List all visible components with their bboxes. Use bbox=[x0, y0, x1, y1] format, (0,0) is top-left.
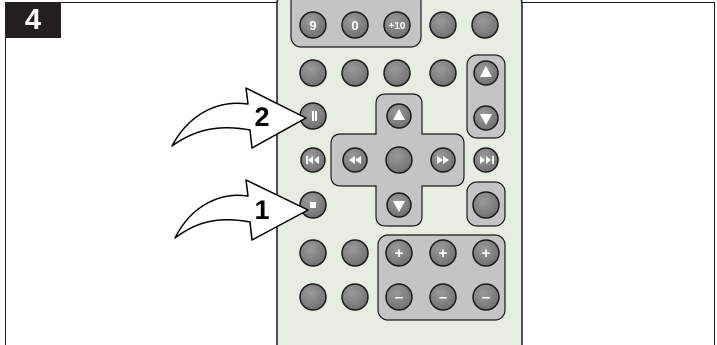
plus-label-2: + bbox=[439, 245, 448, 262]
callout-arrow-2: 2 bbox=[171, 87, 307, 149]
dpad-up-button[interactable] bbox=[386, 103, 412, 129]
plus-10-button[interactable]: +10 bbox=[383, 11, 411, 39]
rewind-button[interactable] bbox=[342, 147, 368, 173]
row2-button-4[interactable] bbox=[429, 59, 457, 87]
channel-down-button[interactable] bbox=[473, 105, 499, 131]
minus-label-3: – bbox=[482, 289, 490, 306]
rewind-icon bbox=[349, 156, 361, 164]
triangle-up-icon bbox=[480, 66, 492, 77]
top-row-button-5[interactable] bbox=[471, 11, 499, 39]
minus-button-1[interactable]: – bbox=[385, 283, 413, 311]
plus-label-1: + bbox=[395, 245, 404, 262]
step-number-badge: 4 bbox=[5, 2, 61, 38]
plus-label-3: + bbox=[482, 245, 491, 262]
fast-forward-button[interactable] bbox=[430, 147, 456, 173]
right-lower-button[interactable] bbox=[472, 191, 500, 219]
number-9-label: 9 bbox=[309, 18, 316, 33]
row2-button-3[interactable] bbox=[383, 59, 411, 87]
triangle-up-icon bbox=[393, 109, 405, 120]
skip-forward-button[interactable] bbox=[473, 147, 499, 173]
plus-button-1[interactable]: + bbox=[385, 239, 413, 267]
minus-button-2[interactable]: – bbox=[429, 283, 457, 311]
bottom-left-button-4[interactable] bbox=[341, 283, 369, 311]
stop-icon bbox=[310, 202, 316, 208]
number-9-button[interactable]: 9 bbox=[299, 11, 327, 39]
minus-label-1: – bbox=[395, 289, 403, 306]
minus-button-3[interactable]: – bbox=[472, 283, 500, 311]
channel-up-button[interactable] bbox=[473, 60, 499, 86]
play-pause-icon bbox=[312, 111, 317, 121]
plus-button-3[interactable]: + bbox=[472, 239, 500, 267]
callout-number-2: 2 bbox=[254, 102, 269, 132]
number-0-label: 0 bbox=[351, 18, 358, 33]
bottom-left-button-1[interactable] bbox=[299, 239, 327, 267]
callout-number-1: 1 bbox=[254, 195, 269, 225]
bottom-left-button-2[interactable] bbox=[341, 239, 369, 267]
dpad-down-button[interactable] bbox=[386, 192, 412, 218]
play-pause-button[interactable] bbox=[299, 102, 327, 130]
top-row-button-4[interactable] bbox=[429, 11, 457, 39]
fast-forward-icon bbox=[437, 156, 449, 164]
bottom-left-button-3[interactable] bbox=[299, 283, 327, 311]
row2-button-1[interactable] bbox=[299, 59, 327, 87]
plus-10-label: +10 bbox=[389, 21, 406, 32]
stop-button[interactable] bbox=[299, 191, 327, 219]
skip-back-button[interactable] bbox=[300, 147, 326, 173]
triangle-down-icon bbox=[480, 114, 492, 125]
callout-arrow-1: 1 bbox=[174, 179, 309, 241]
skip-back-icon bbox=[306, 156, 319, 164]
triangle-down-icon bbox=[393, 201, 405, 212]
enter-button[interactable] bbox=[385, 146, 413, 174]
row2-button-2[interactable] bbox=[341, 59, 369, 87]
number-0-button[interactable]: 0 bbox=[341, 11, 369, 39]
plus-button-2[interactable]: + bbox=[429, 239, 457, 267]
minus-label-2: – bbox=[439, 289, 447, 306]
skip-forward-icon bbox=[480, 156, 494, 164]
